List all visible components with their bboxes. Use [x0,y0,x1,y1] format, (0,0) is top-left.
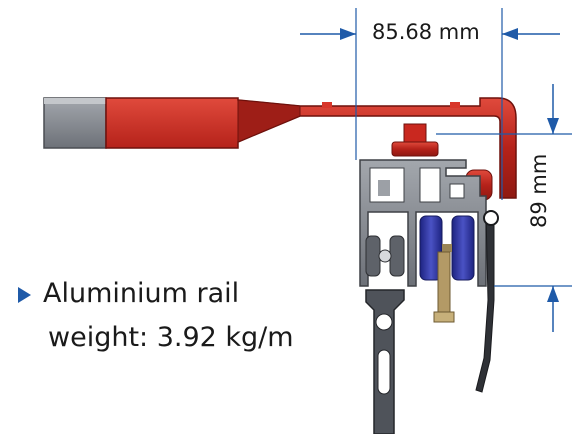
bullet-triangle-icon [18,287,31,303]
blue-wheels [419,215,475,281]
red-arm [105,97,517,199]
arm-end-cap [43,97,107,149]
dimension-height [436,84,572,332]
dimension-height-label: 89 mm [527,153,551,228]
caption-weight: weight: 3.92 kg/m [48,322,294,353]
dimension-width-label: 85.68 mm [372,20,480,44]
red-hanger-block [391,123,439,157]
product-caption: Aluminium rail weight: 3.92 kg/m [18,278,294,354]
grey-carriage-wheels [365,235,405,277]
caption-title: Aluminium rail [43,278,240,309]
latch-arm [475,210,499,393]
dimension-width [300,8,560,200]
hanger-bracket [365,289,405,434]
aluminium-rail-profile [359,159,487,287]
bronze-bolt [433,251,455,323]
